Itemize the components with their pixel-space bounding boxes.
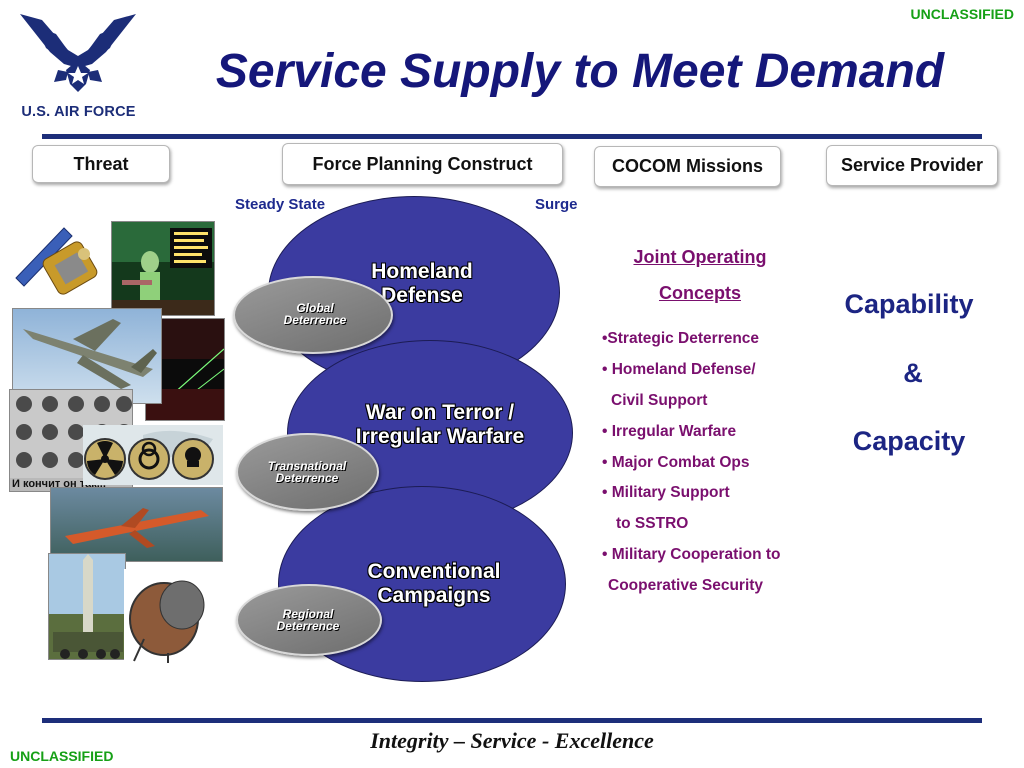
joc-title-line1[interactable]: Joint Operating: [633, 247, 767, 267]
joc-item-strategic-deterrence: •Strategic Deterrence: [602, 330, 760, 347]
regional-deterrence-oval: [236, 584, 382, 656]
conventional-campaigns-line2: Campaigns: [377, 584, 491, 607]
war-on-terror-line2: Irregular Warfare: [355, 425, 525, 448]
transnational-deterrence-label: Transnational Deterrence: [267, 459, 347, 485]
surge-label: Surge: [535, 196, 578, 213]
joc-item-to-sstro: to SSTRO: [616, 515, 689, 532]
war-on-terror-line1: War on Terror /: [365, 401, 515, 424]
global-deterrence-oval: [233, 276, 393, 354]
joc-title-line2[interactable]: Concepts: [658, 283, 741, 303]
logo-text: U.S. AIR FORCE: [21, 104, 136, 120]
air-force-symbol-icon: [20, 14, 136, 92]
mobile-missile-photo: [48, 553, 126, 660]
joc-item-homeland-defense: • Homeland Defense/: [602, 361, 756, 378]
top-divider: [42, 134, 982, 139]
classification-bottom: UNCLASSIFIED: [10, 748, 114, 764]
steady-state-label: Steady State: [235, 196, 326, 213]
capability-text: Capability: [844, 289, 974, 319]
global-deterrence-label: Global Deterrence: [283, 301, 347, 327]
space-object-photo: [124, 569, 214, 664]
joc-item-military-cooperation: • Military Cooperation to: [602, 546, 781, 563]
capacity-text: Capacity: [852, 426, 966, 456]
mugshots-photo: И кончит он так...: [9, 389, 133, 492]
conventional-campaigns-label: Conventional Campaigns: [324, 560, 544, 608]
joc-item-cooperative-security: Cooperative Security: [608, 577, 764, 594]
page-title: Service Supply to Meet Demand: [215, 45, 945, 98]
classification-top: UNCLASSIFIED: [910, 6, 1014, 22]
cruise-missile-photo: [50, 487, 223, 562]
air-force-logo: U.S. AIR FORCE: [6, 6, 151, 121]
joc-item-major-combat-ops: • Major Combat Ops: [602, 454, 750, 471]
joc-item-irregular-warfare: • Irregular Warfare: [602, 423, 737, 440]
force-planning-header: Force Planning Construct: [282, 143, 563, 185]
motto: Integrity – Service - Excellence: [370, 728, 654, 753]
conventional-campaigns-line1: Conventional: [367, 560, 501, 583]
threat-header: Threat: [32, 145, 170, 183]
satellite-photo: [14, 218, 106, 308]
homeland-defense-line2: Defense: [381, 284, 463, 307]
regional-deterrence-label: Regional Deterrence: [276, 607, 340, 633]
transnational-deterrence-oval: [236, 433, 379, 511]
ampersand-text: &: [903, 358, 923, 388]
service-provider-header: Service Provider: [826, 145, 998, 186]
homeland-defense-line1: Homeland: [371, 260, 473, 283]
propaganda-video-photo: [111, 221, 215, 316]
cocom-header: COCOM Missions: [594, 146, 781, 187]
joc-item-military-support: • Military Support: [602, 484, 730, 501]
war-on-terror-label: War on Terror / Irregular Warfare: [330, 401, 550, 449]
joc-item-civil-support: Civil Support: [611, 392, 708, 409]
homeland-defense-label: Homeland Defense: [322, 260, 522, 308]
bottom-divider: [42, 718, 982, 723]
hazard-symbols-photo: [83, 425, 223, 485]
fighter-jet-photo: [12, 308, 162, 404]
